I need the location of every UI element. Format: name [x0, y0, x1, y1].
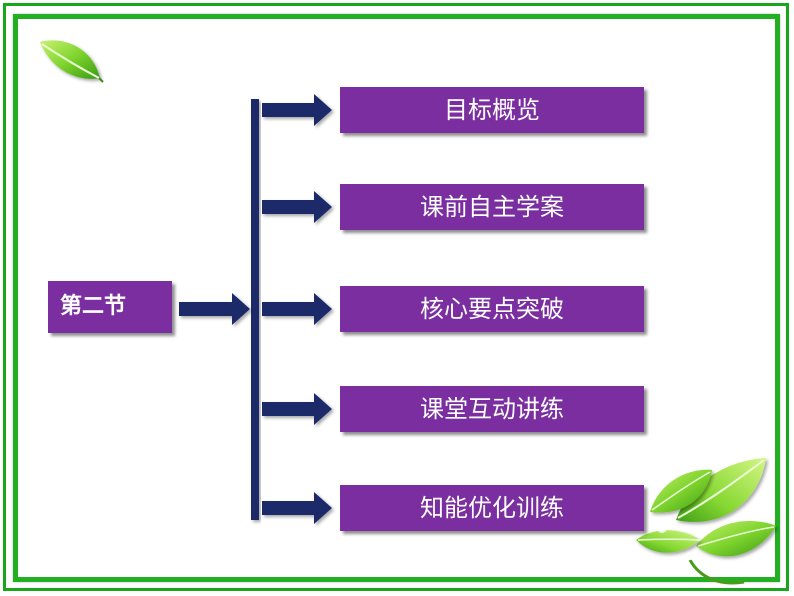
frame-inner-border [13, 14, 780, 582]
arrow-icon [262, 191, 332, 223]
section-title: 第二节 [48, 281, 172, 333]
arrow-icon [262, 393, 332, 425]
frame-outer-border [3, 3, 789, 591]
arrow-icon [262, 293, 332, 325]
item-box-optimization-training[interactable]: 知能优化训练 [340, 485, 644, 531]
item-box-preclass-study[interactable]: 课前自主学案 [340, 184, 644, 230]
arrow-icon [262, 492, 332, 524]
item-box-class-practice[interactable]: 课堂互动讲练 [340, 386, 644, 432]
arrow-icon [262, 94, 332, 126]
leaf-icon [40, 40, 104, 83]
leaf-cluster-icon [636, 458, 776, 585]
arrow-icon [179, 293, 250, 325]
connector-bar [251, 99, 259, 520]
item-box-objectives[interactable]: 目标概览 [340, 87, 644, 133]
item-box-key-points[interactable]: 核心要点突破 [340, 286, 644, 332]
